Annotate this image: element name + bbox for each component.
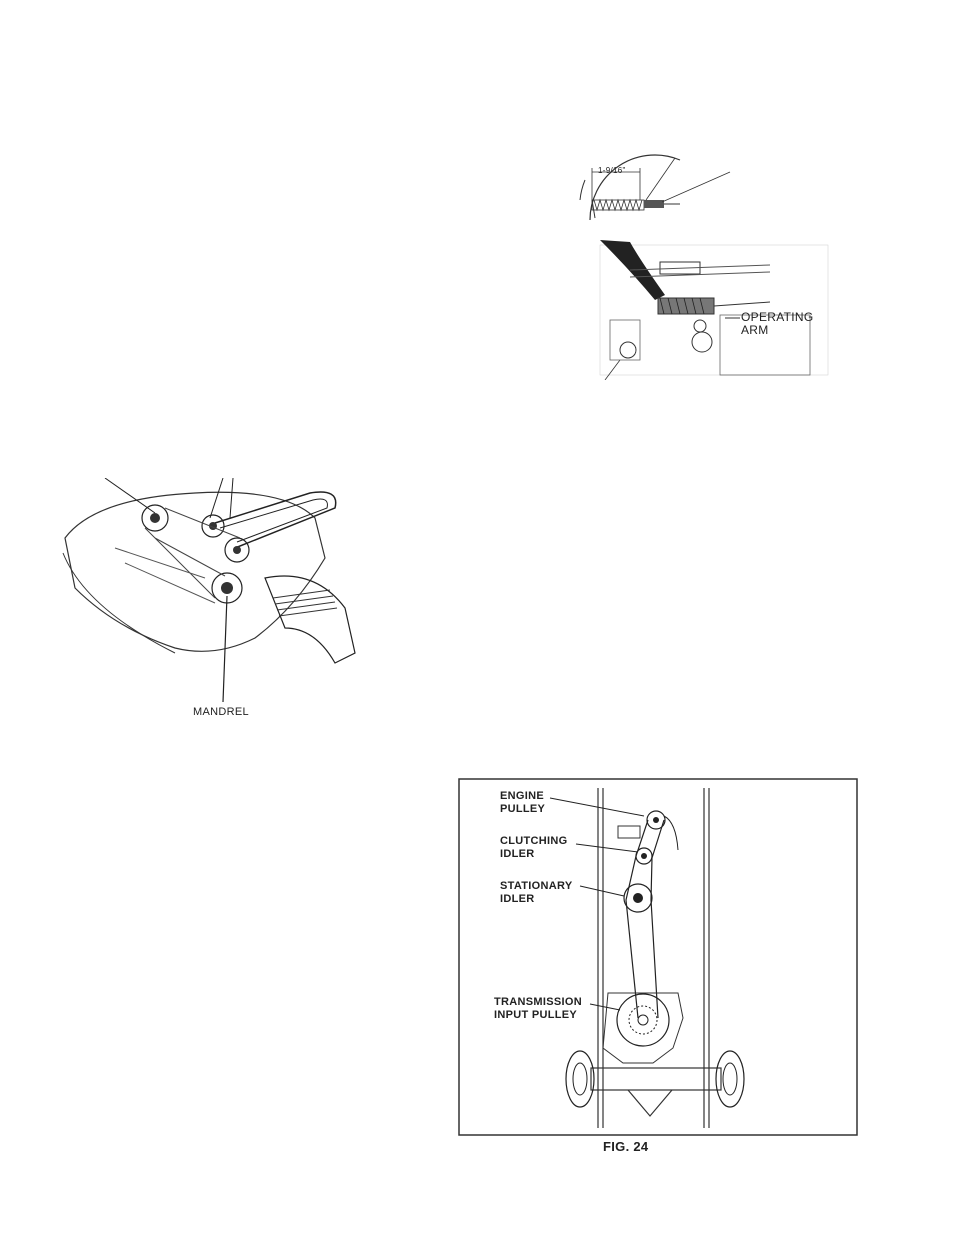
fig-24-belt-diagram: ENGINE PULLEY CLUTCHING IDLER STATIONARY… [458,778,858,1138]
stationary-idler-label-line1: STATIONARY [500,880,572,892]
operating-arm-spring-figure: 1-9/16" OPERATING ARM [570,150,840,380]
engine-pulley-label-line2: PULLEY [500,803,545,815]
clutching-idler-label-line2: IDLER [500,848,535,860]
belt-routing-illustration [458,778,858,1138]
operating-arm-label-line2: ARM [741,324,769,336]
clutching-idler-label-line1: CLUTCHING [500,835,567,847]
stationary-idler-label-line2: IDLER [500,893,535,905]
operating-arm-label-line1: OPERATING [741,311,814,323]
engine-pulley-label-line1: ENGINE [500,790,544,802]
transmission-pulley-label-line1: TRANSMISSION [494,996,582,1008]
operating-arm-spring-illustration [570,150,840,380]
mower-deck-figure: MANDREL [55,478,360,720]
transmission-pulley-label-line2: INPUT PULLEY [494,1009,577,1021]
mower-deck-illustration [55,478,360,720]
mandrel-label: MANDREL [193,706,249,718]
fig-24-caption: FIG. 24 [603,1141,648,1153]
measurement-label: 1-9/16" [598,165,626,177]
